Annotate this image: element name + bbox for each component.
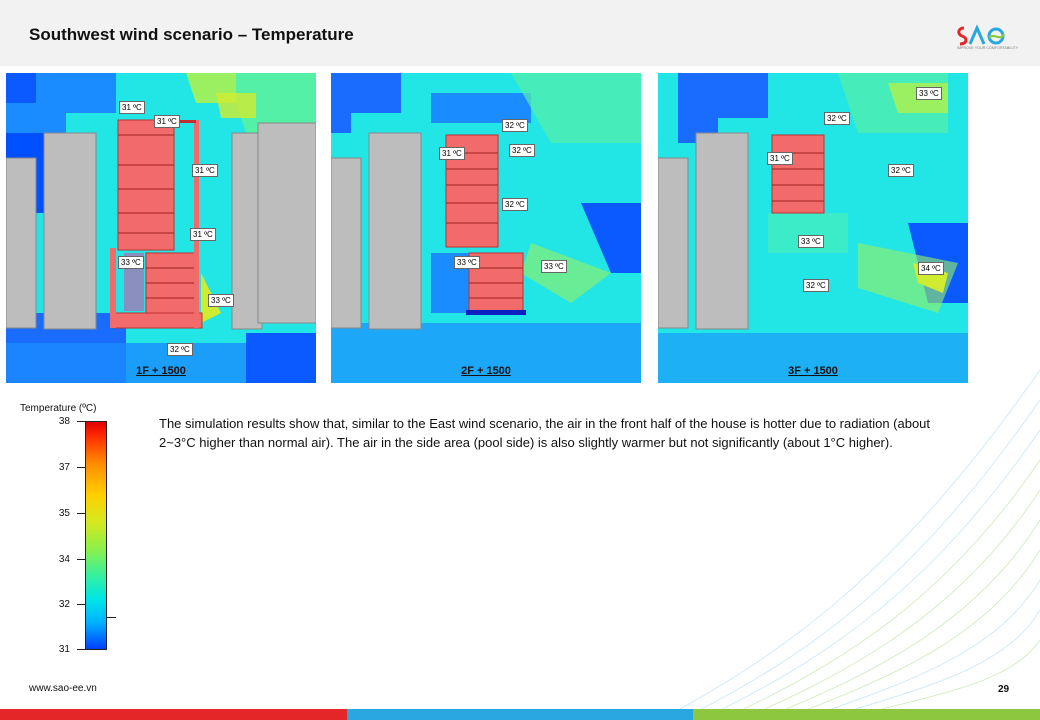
- temp-callout: 32 ºC: [888, 164, 914, 177]
- temp-callout: 31 ºC: [154, 115, 180, 128]
- temp-callout: 33 ºC: [798, 235, 824, 248]
- panel-caption: 3F + 1500: [788, 365, 838, 377]
- scale-label: 37: [58, 462, 70, 473]
- simulation-panel-2f: 32 ºC 32 ºC 31 ºC 32 ºC 33 ºC 33 ºC 2F +…: [331, 73, 641, 383]
- temp-callout: 31 ºC: [119, 101, 145, 114]
- temp-callout: 32 ºC: [803, 279, 829, 292]
- scale-marker: [107, 617, 116, 618]
- temp-callout: 33 ºC: [541, 260, 567, 273]
- temp-callout: 32 ºC: [502, 198, 528, 211]
- temp-callout: 32 ºC: [502, 119, 528, 132]
- decorative-waves: [659, 369, 1040, 720]
- footer-bar-blue: [347, 709, 693, 720]
- footer-bar-green: [693, 709, 1040, 720]
- scale-label: 32: [58, 599, 70, 610]
- temp-callout: 32 ºC: [824, 112, 850, 125]
- scale-label: 35: [58, 508, 70, 519]
- scale-label: 31: [58, 644, 70, 655]
- scale-tick: [77, 559, 85, 560]
- temp-callout: 33 ºC: [208, 294, 234, 307]
- slide-header: Southwest wind scenario – Temperature IM…: [0, 0, 1040, 66]
- legend-title: Temperature (ºC): [20, 403, 97, 414]
- scale-tick: [77, 467, 85, 468]
- description-text: The simulation results show that, simila…: [159, 416, 931, 450]
- simulation-panel-1f: 31 ºC 31 ºC 31 ºC 31 ºC 33 ºC 33 ºC 32 º…: [6, 73, 316, 383]
- scale-label: 38: [58, 416, 70, 427]
- temperature-color-scale: [85, 421, 107, 650]
- temp-callout: 33 ºC: [118, 256, 144, 269]
- footer-bar-red: [0, 709, 347, 720]
- scale-tick: [77, 649, 85, 650]
- temperature-map-3f: [658, 73, 968, 383]
- temp-callout: 31 ºC: [439, 147, 465, 160]
- simulation-panel-3f: 33 ºC 32 ºC 31 ºC 32 ºC 33 ºC 34 ºC 32 º…: [658, 73, 968, 383]
- sao-logo-icon: [957, 24, 1005, 46]
- scale-tick: [77, 421, 85, 422]
- temp-callout: 32 ºC: [509, 144, 535, 157]
- scale-label: 34: [58, 554, 70, 565]
- panel-caption: 2F + 1500: [461, 365, 511, 377]
- logo-tagline: IMPROVE YOUR COMFORTABILITY: [957, 46, 1019, 50]
- temp-callout: 32 ºC: [167, 343, 193, 356]
- temp-callout: 31 ºC: [190, 228, 216, 241]
- footer-url[interactable]: www.sao-ee.vn: [29, 683, 97, 694]
- scale-tick: [77, 513, 85, 514]
- page-number: 29: [998, 684, 1010, 695]
- temperature-map-2f: [331, 73, 641, 383]
- temp-callout: 31 ºC: [767, 152, 793, 165]
- scale-tick: [77, 604, 85, 605]
- panel-caption: 1F + 1500: [136, 365, 186, 377]
- temp-callout: 33 ºC: [454, 256, 480, 269]
- temp-callout: 33 ºC: [916, 87, 942, 100]
- temp-callout: 34 ºC: [918, 262, 944, 275]
- temp-callout: 31 ºC: [192, 164, 218, 177]
- slide-title: Southwest wind scenario – Temperature: [29, 25, 354, 44]
